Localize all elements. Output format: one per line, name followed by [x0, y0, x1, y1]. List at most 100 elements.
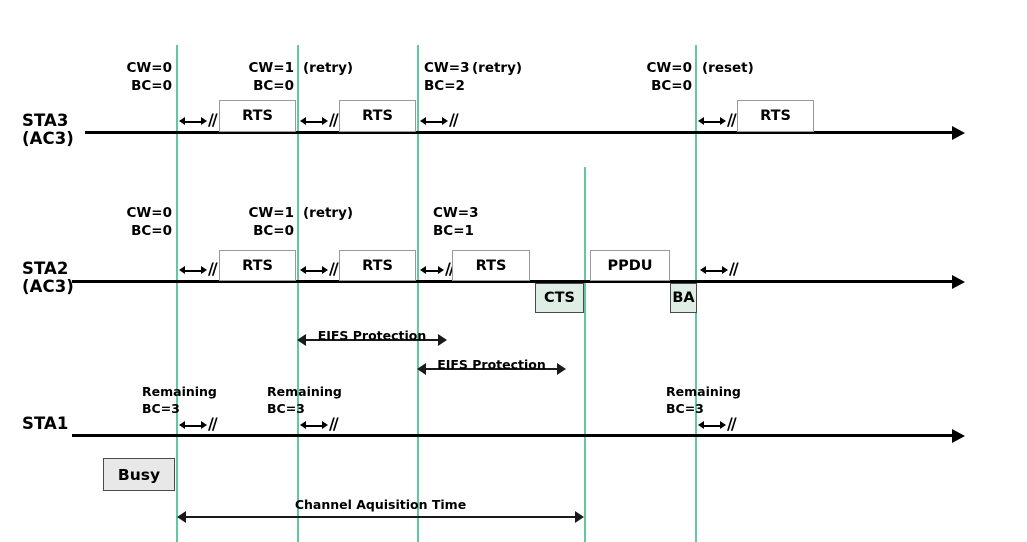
arrow-shaft	[424, 368, 559, 370]
time-break-slashes: //	[329, 414, 339, 433]
double-arrow-icon	[700, 265, 728, 275]
sta1-remaining-line2-1: BC=3	[142, 401, 180, 417]
sta3-frame-rts-3: RTS	[737, 100, 814, 132]
double-arrow-icon	[179, 420, 207, 430]
sta3-frame-rts-1: RTS	[219, 100, 296, 132]
eifs-protection-label-2: EIFS Protection	[437, 357, 546, 372]
time-break-slashes: //	[727, 414, 737, 433]
arrow-head-right-icon	[557, 363, 566, 375]
sta3-frame-rts-2: RTS	[339, 100, 416, 132]
sta2-frame-rts-3: RTS	[452, 250, 530, 281]
marker-line-1	[176, 45, 178, 542]
sta3-gap-marker-2: //	[300, 110, 339, 129]
double-arrow-icon	[300, 420, 328, 430]
arrow-shaft	[184, 516, 577, 518]
sta2-bc-2: BC=0	[253, 222, 294, 239]
time-break-slashes: //	[208, 259, 218, 278]
double-arrow-icon	[179, 265, 207, 275]
double-arrow-icon	[179, 116, 207, 126]
sta2-gap-marker-2: //	[300, 259, 339, 278]
sta1-name: STA1	[22, 414, 69, 433]
sta3-gap-marker-1: //	[179, 110, 218, 129]
sta3-label: STA3(AC3)	[22, 111, 74, 149]
arrow-head-right-icon	[438, 334, 447, 346]
double-arrow-icon	[420, 116, 448, 126]
sta3-cw-4: CW=0	[646, 60, 692, 76]
sta1-gap-marker-1: //	[179, 414, 218, 433]
sta2-frame-rts-1: RTS	[219, 250, 296, 281]
sta3-timeline-arrow	[952, 125, 965, 140]
time-break-slashes: //	[329, 259, 339, 278]
sta2-timeline	[72, 280, 955, 283]
time-break-slashes: //	[329, 110, 339, 129]
sta2-bc-1: BC=0	[131, 222, 172, 239]
double-arrow-icon	[698, 116, 726, 126]
sta2-gap-marker-3: //	[420, 259, 455, 278]
sta2-gap-marker-4: //	[700, 261, 739, 278]
arrow-head-left-icon	[177, 511, 186, 523]
sta3-ac: (AC3)	[22, 129, 74, 149]
double-arrow-icon	[300, 265, 328, 275]
sta2-cw-3: CW=3	[433, 205, 479, 221]
arrow-head-right-icon	[575, 511, 584, 523]
eifs-protection-arrow-1	[297, 334, 447, 346]
time-break-slashes: //	[208, 414, 218, 433]
time-break-slashes: //	[449, 110, 459, 129]
sta3-timeline	[85, 131, 955, 134]
sta3-bc-1: BC=0	[131, 77, 172, 94]
sta1-frame-busy: Busy	[103, 458, 175, 491]
double-arrow-icon	[420, 265, 444, 275]
sta3-cw-2: CW=1	[248, 60, 294, 76]
sta3-gap-marker-4: //	[698, 110, 737, 129]
sta3-cw-3: CW=3	[424, 60, 470, 76]
marker-line-4	[584, 167, 586, 542]
double-arrow-icon	[698, 420, 726, 430]
sta1-remaining-line2-3: BC=3	[666, 401, 704, 417]
sta2-timeline-arrow	[952, 274, 965, 289]
sta3-name: STA3	[22, 111, 69, 130]
time-break-slashes: //	[445, 259, 455, 278]
channel-acquisition-arrow	[177, 511, 584, 523]
sta1-remaining-line1-2: Remaining	[267, 384, 342, 399]
sta2-frame-ba: BA	[670, 283, 697, 313]
sta1-label: STA1	[22, 414, 69, 433]
time-break-slashes: //	[727, 110, 737, 129]
sta3-note-4: (reset)	[702, 60, 754, 76]
sta2-frame-rts-2: RTS	[339, 250, 416, 281]
sta1-timeline	[72, 434, 955, 437]
sta2-gap-marker-1: //	[179, 259, 218, 278]
arrow-shaft	[304, 339, 440, 341]
sta3-bc-2: BC=0	[253, 77, 294, 94]
sta2-label: STA2(AC3)	[22, 259, 74, 297]
marker-line-3	[417, 45, 419, 542]
sta3-gap-marker-3: //	[420, 110, 459, 129]
sta3-note-2: (retry)	[303, 60, 354, 76]
sta1-gap-marker-3: //	[698, 414, 737, 433]
eifs-protection-arrow-2	[417, 363, 566, 375]
double-arrow-icon	[300, 116, 328, 126]
sta3-note-3: (retry)	[472, 60, 523, 76]
sta2-cw-2: CW=1	[248, 205, 294, 221]
sta2-name: STA2	[22, 259, 69, 278]
channel-acquisition-label: Channel Aquisition Time	[294, 497, 467, 512]
sta1-gap-marker-2: //	[300, 414, 339, 433]
arrow-head-left-icon	[417, 363, 426, 375]
marker-line-2	[297, 45, 299, 542]
sta1-remaining-line1-3: Remaining	[666, 384, 741, 399]
sta3-bc-3: BC=2	[424, 77, 465, 94]
sta2-bc-3: BC=1	[433, 222, 474, 239]
time-break-slashes: //	[208, 110, 218, 129]
sta2-ac: (AC3)	[22, 277, 74, 297]
sta1-remaining-line2-2: BC=3	[267, 401, 305, 417]
